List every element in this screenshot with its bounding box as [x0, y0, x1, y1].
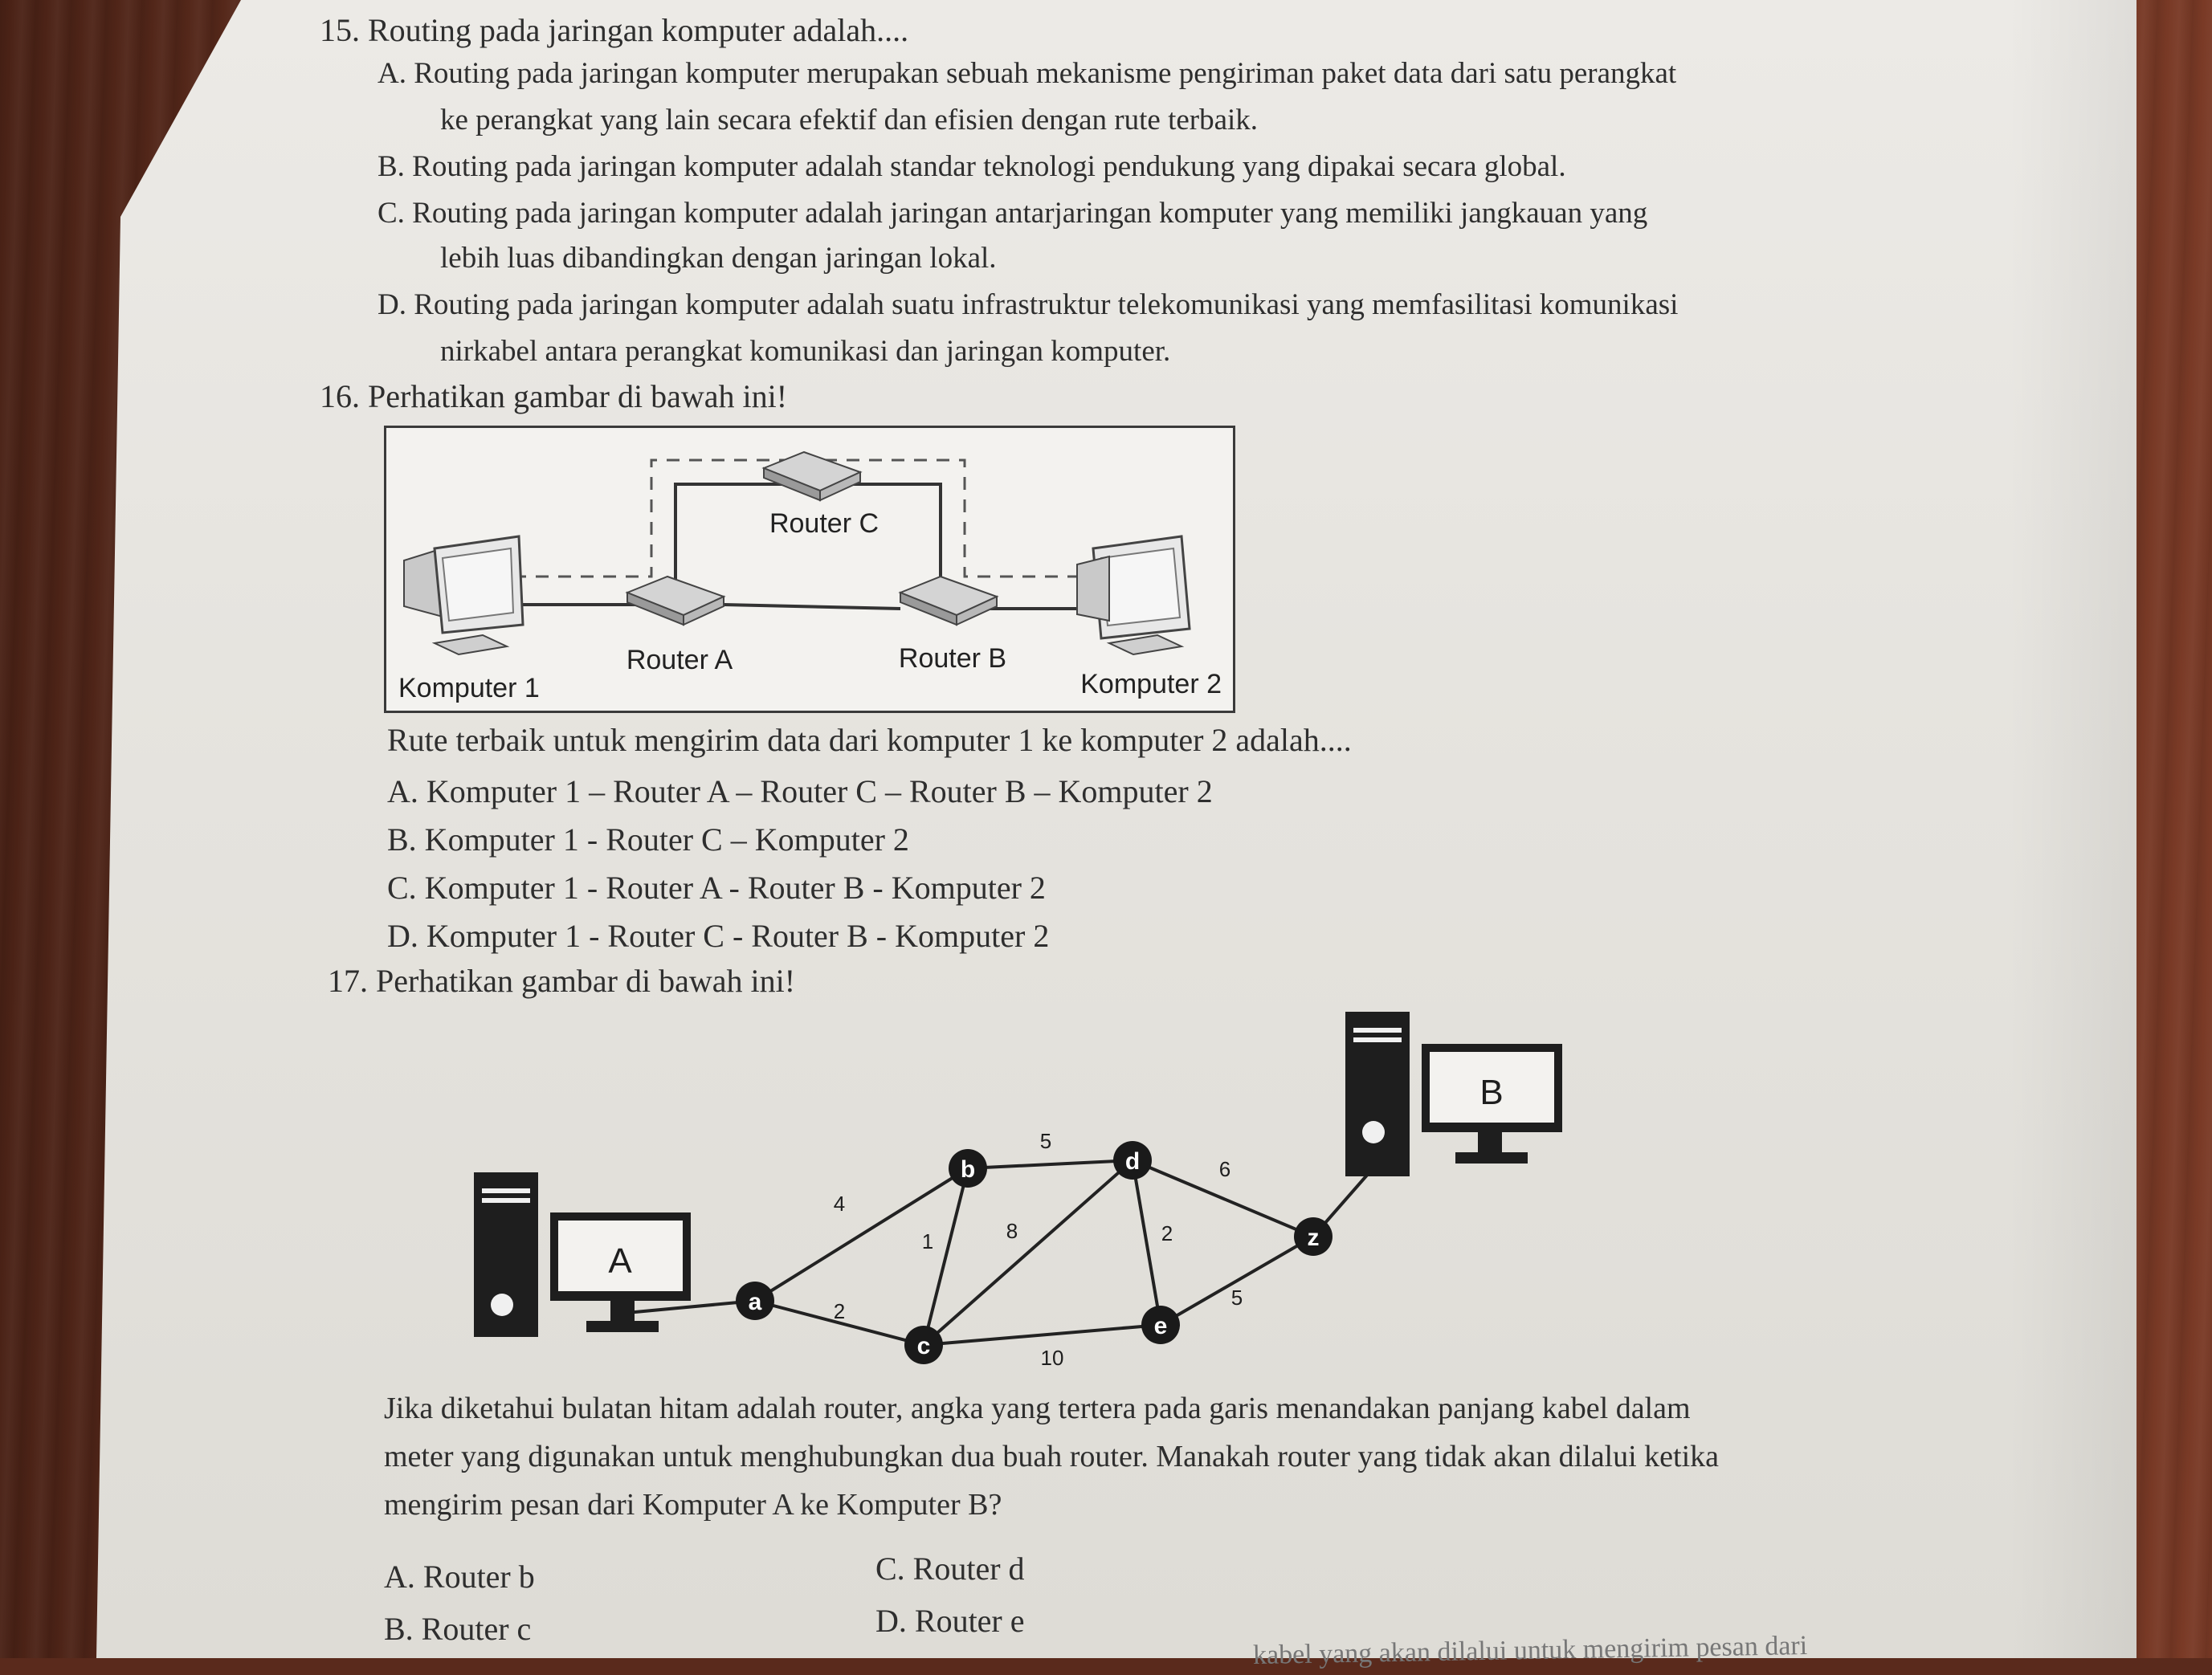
- computer-a-icon: [474, 1172, 691, 1337]
- q15-question: 15. Routing pada jaringan komputer adala…: [320, 12, 909, 48]
- q15-option-c-line2: lebih luas dibandingkan dengan jaringan …: [440, 242, 997, 275]
- link-router-a-router-b: [723, 603, 901, 610]
- q17-option-b: B. Router c: [384, 1611, 532, 1647]
- router-c-icon: [761, 450, 863, 502]
- router-b-node: [949, 1149, 987, 1188]
- q17-paragraph-line1: Jika diketahui bulatan hitam adalah rout…: [384, 1392, 1691, 1425]
- weight-c-d: 8: [1006, 1219, 1018, 1243]
- router-c-node: [904, 1326, 943, 1364]
- q17-option-c: C. Router d: [875, 1551, 1025, 1587]
- q17-option-d: D. Router e: [875, 1603, 1025, 1639]
- router-e-node: [1141, 1306, 1180, 1344]
- edge-b-d: [967, 1159, 1133, 1170]
- weight-d-z: 6: [1219, 1157, 1230, 1181]
- edge-a-c: [754, 1299, 924, 1347]
- router-a-label: Router A: [626, 645, 733, 675]
- q17-question: 17. Perhatikan gambar di bawah ini!: [328, 963, 796, 999]
- q16-option-b: B. Komputer 1 - Router C – Komputer 2: [387, 821, 909, 858]
- edge-e-z: [1159, 1235, 1315, 1327]
- router-z-node: [1294, 1217, 1333, 1256]
- q16-network-figure: Router C Router A Router B Komputer 1 Ko…: [384, 426, 1235, 713]
- q15-option-d-line1: D. Routing pada jaringan komputer adalah…: [378, 288, 1679, 321]
- q15-option-b: B. Routing pada jaringan komputer adalah…: [378, 150, 1566, 183]
- weight-a-b: 4: [834, 1192, 845, 1216]
- edge-c-d: [922, 1159, 1134, 1347]
- q15-option-d-line2: nirkabel antara perangkat komunikasi dan…: [440, 335, 1171, 368]
- q16-option-c: C. Komputer 1 - Router A - Router B - Ko…: [387, 870, 1046, 906]
- router-c-node-label: c: [917, 1333, 931, 1359]
- q17-paragraph-line3: mengirim pesan dari Komputer A ke Komput…: [384, 1488, 1002, 1522]
- q16-network-diagram: Router C Router A Router B Komputer 1 Ko…: [398, 450, 1222, 703]
- weight-a-c: 2: [834, 1299, 845, 1323]
- edge-a-b: [753, 1167, 969, 1302]
- router-d-node: [1113, 1141, 1152, 1180]
- weight-b-d: 5: [1040, 1129, 1051, 1153]
- router-b-node-label: b: [961, 1156, 975, 1183]
- weight-c-e: 10: [1041, 1346, 1064, 1370]
- komputer-1-icon: [403, 535, 524, 656]
- router-c-label: Router C: [769, 508, 879, 539]
- q16-option-a: A. Komputer 1 – Router A – Router C – Ro…: [387, 773, 1213, 809]
- komputer-1-label: Komputer 1: [398, 673, 540, 703]
- router-a-node-label: a: [749, 1289, 762, 1315]
- q15-option-a-line1: A. Routing pada jaringan komputer merupa…: [378, 57, 1677, 90]
- router-z-node-label: z: [1308, 1225, 1320, 1251]
- computer-a-label: A: [608, 1241, 632, 1281]
- edge-d-z: [1132, 1159, 1314, 1238]
- router-d-node-label: d: [1125, 1148, 1140, 1175]
- edge-d-e: [1131, 1159, 1162, 1326]
- komputer-2-label: Komputer 2: [1080, 669, 1222, 699]
- q17-network-diagram: A B a b c d e z 4 2 5 1 8 10 2 6 5: [474, 1012, 1562, 1370]
- computer-b-icon: [1345, 1012, 1562, 1176]
- router-b-icon: [898, 575, 999, 626]
- paper-shadow: [2008, 0, 2136, 1658]
- komputer-2-icon: [1076, 535, 1191, 656]
- q16-prompt: Rute terbaik untuk mengirim data dari ko…: [387, 722, 1352, 758]
- q16-option-d: D. Komputer 1 - Router C - Router B - Ko…: [387, 918, 1050, 954]
- edge-c-e: [923, 1323, 1161, 1347]
- link-computer-a-a: [626, 1299, 756, 1314]
- weight-b-c: 1: [922, 1229, 933, 1253]
- paper-sheet: [96, 0, 2136, 1658]
- q17-option-a: A. Router b: [384, 1559, 535, 1595]
- q15-option-c-line1: C. Routing pada jaringan komputer adalah…: [378, 197, 1648, 230]
- router-a-node: [736, 1282, 774, 1320]
- q16-question: 16. Perhatikan gambar di bawah ini!: [320, 378, 788, 414]
- computer-b-label: B: [1479, 1073, 1503, 1112]
- edge-b-c: [922, 1168, 969, 1346]
- router-e-node-label: e: [1154, 1313, 1168, 1339]
- q15-option-a-line2: ke perangkat yang lain secara efektif da…: [440, 104, 1259, 137]
- q17-edges: [626, 1139, 1399, 1347]
- router-b-label: Router B: [899, 643, 1006, 674]
- q17-paragraph-line2: meter yang digunakan untuk menghubungkan…: [384, 1440, 1720, 1473]
- weight-d-e: 2: [1161, 1221, 1173, 1245]
- router-a-icon: [625, 575, 726, 626]
- weight-e-z: 5: [1231, 1286, 1243, 1310]
